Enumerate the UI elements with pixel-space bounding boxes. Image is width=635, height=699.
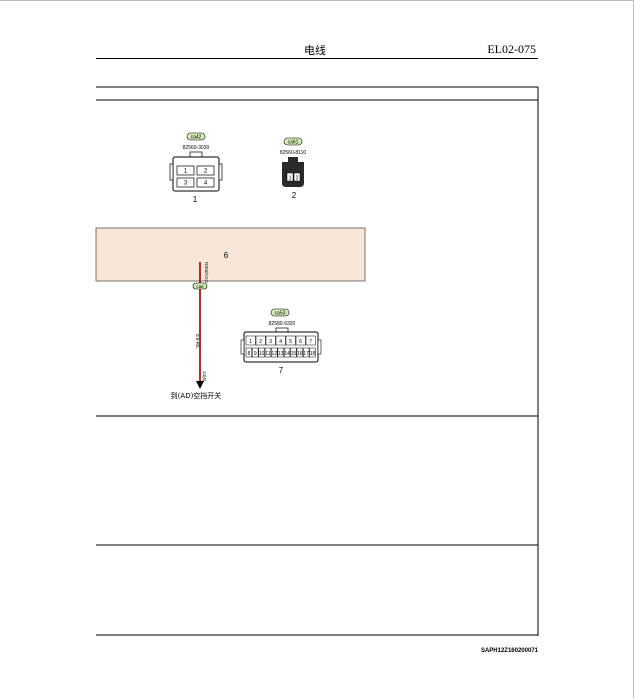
pin-number: 8 [247, 351, 250, 357]
connector-pin-cell [286, 172, 294, 182]
junction-tag-badge [192, 282, 208, 290]
wire-lower-label: 14(6) [202, 371, 207, 382]
connector-side-rib [317, 339, 322, 355]
wire-mid-label: 0.5-R/L [195, 334, 200, 349]
connector-pin-cell [176, 165, 195, 176]
connector-pin-cell [296, 347, 303, 358]
connector-side-rib [169, 163, 174, 181]
connector-part-number: 82560-3030 [183, 145, 210, 151]
connector-pin-cell [245, 347, 253, 358]
pin-number: 1 [184, 169, 188, 175]
connector-latch [288, 157, 298, 162]
connector-side-rib [240, 339, 245, 355]
page-code: EL02-075 [487, 42, 536, 56]
connector-pin-cell [196, 177, 215, 188]
connector-pin-row-top: 1 2 3 4 5 6 7 [245, 335, 316, 346]
pin-number: 12 [272, 351, 278, 357]
connector-pin-cell [275, 335, 286, 346]
connector-index-label: 2 [292, 191, 297, 200]
pin-number: 16 [297, 351, 303, 357]
connector-index-label: 1 [193, 195, 198, 204]
pin-number: 5 [289, 339, 292, 345]
connector-pin-cell [305, 335, 316, 346]
connector-pin-cell [283, 347, 291, 358]
wire-arrow-icon [196, 381, 204, 389]
pin-number: 13 [278, 351, 284, 357]
connector-pin-cell [290, 347, 297, 358]
pin-number: 7 [309, 339, 312, 345]
connector-pin-cell [309, 347, 316, 358]
connector-index-label: 7 [279, 366, 284, 375]
pin-number: 3 [269, 339, 272, 345]
wire-destination: 到(AD)空挡开关 [171, 391, 222, 400]
harness-block-label: 6 [224, 251, 229, 260]
connector-pin-cell [293, 172, 301, 182]
connector-pin-cell [285, 335, 296, 346]
pin-number: 4 [279, 339, 282, 345]
pin-number: 15 [291, 351, 297, 357]
connector-pin-cell [303, 347, 310, 358]
wire-upper-label: NSW/ACC [204, 262, 209, 284]
pin-number: 2 [296, 176, 299, 182]
pin-number: 3 [184, 181, 188, 187]
junction-tag: ca6 [196, 284, 204, 289]
connector-pin-cell [255, 335, 266, 346]
connector-pin-cell [252, 347, 259, 358]
pin-number: 14 [284, 351, 290, 357]
pin-number: 1 [289, 176, 292, 182]
connector-ca61: ca61 82560-8110 1 2 2 [280, 137, 307, 200]
pin-number: 17 [303, 351, 309, 357]
document-code: SAPH12Z160200071 [480, 648, 538, 654]
connector-pin-cell [176, 177, 195, 188]
connector-tag-badge [283, 137, 303, 146]
connector-tag-badge [270, 308, 290, 317]
connector-pin-cell [258, 347, 265, 358]
pin-number: 9 [254, 351, 257, 357]
connector-part-number: 82560-8110 [280, 150, 307, 156]
connector-pin-cell [265, 335, 276, 346]
connector-part-number: 82580-9320 [269, 321, 296, 327]
page-title: 电线 [304, 44, 326, 57]
header-rule [96, 58, 538, 59]
pin-number: 10 [259, 351, 265, 357]
pin-number: 18 [310, 351, 316, 357]
harness-block [95, 227, 366, 282]
pin-number: 11 [265, 351, 270, 357]
connector-tag: ca61 [288, 140, 299, 146]
connector-pin-cell [264, 347, 272, 358]
connector-tag: ca42 [191, 135, 202, 141]
connector-tag: ca53 [275, 311, 286, 317]
pin-number: 2 [259, 339, 262, 345]
pin-number: 6 [299, 339, 302, 345]
connector-pin-cell [196, 165, 215, 176]
connector-pin-cell [245, 335, 256, 346]
connector-pin-cell [295, 335, 306, 346]
connector-pin-cell [277, 347, 284, 358]
pin-number: 2 [204, 169, 208, 175]
connector-side-rib [218, 163, 223, 181]
pin-number: 1 [249, 339, 252, 345]
connector-ca42: ca42 82560-3030 1 2 3 4 1 [169, 132, 223, 204]
connector-pin-cell [271, 347, 278, 358]
connector-latch [189, 151, 203, 158]
pin-number: 4 [204, 181, 208, 187]
connector-tag-badge [186, 132, 206, 141]
